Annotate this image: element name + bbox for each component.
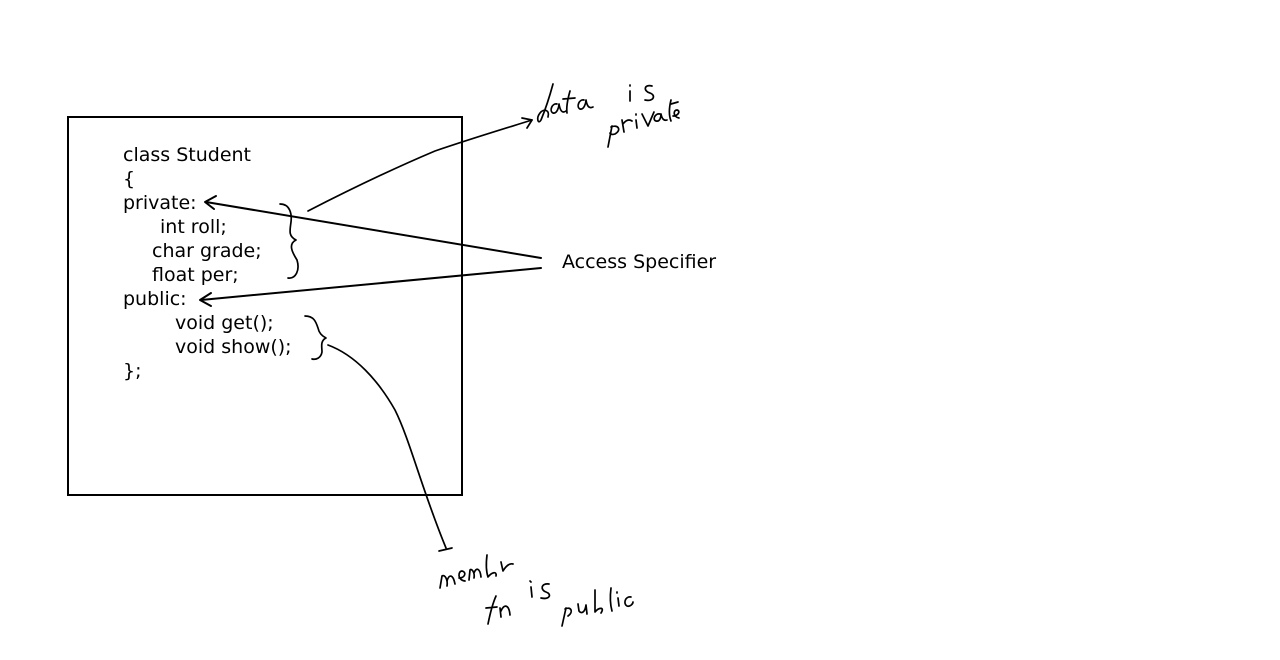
code-line-void-show: void show();: [175, 336, 292, 358]
arrow-to-private: [204, 195, 542, 259]
access-specifier-label: Access Specifier: [562, 251, 717, 273]
code-line-public-specifier: public:: [123, 288, 187, 310]
handwriting-private: [607, 99, 680, 148]
handwriting-is-second: [529, 580, 551, 600]
code-line-float-per: float per;: [152, 264, 239, 286]
handwritten-note-data-is-private: [536, 83, 680, 148]
code-line-open-brace: {: [123, 168, 136, 190]
handwriting-member: [439, 554, 514, 589]
arrow-to-public-note: [327, 344, 453, 552]
handwriting-is: [629, 84, 655, 102]
member-functions-brace: [304, 315, 327, 361]
data-members-brace: [279, 203, 299, 279]
handwriting-public: [561, 587, 634, 627]
class-code-box: [67, 116, 463, 496]
handwritten-note-member-fn-is-public: [439, 554, 634, 627]
arrow-to-public: [199, 267, 542, 307]
code-line-private-specifier: private:: [123, 192, 197, 214]
code-line-char-grade: char grade;: [152, 240, 262, 262]
handwriting-data: [536, 83, 594, 123]
arrow-to-private-note: [307, 117, 533, 212]
code-line-int-roll: int roll;: [160, 216, 227, 238]
code-line-void-get: void get();: [175, 312, 274, 334]
code-line-class-declaration: class Student: [123, 144, 251, 166]
code-line-close-brace: };: [123, 360, 142, 382]
handwriting-fn: [485, 595, 511, 625]
